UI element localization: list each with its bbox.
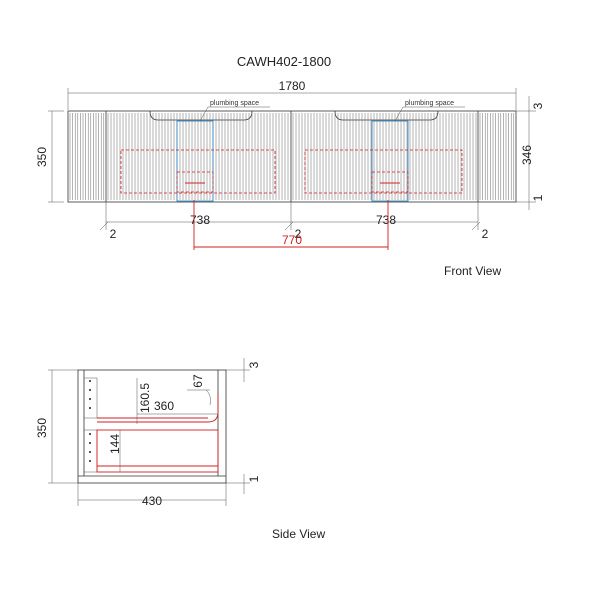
side-view-label: Side View bbox=[272, 527, 325, 541]
hinge-dot bbox=[88, 397, 92, 401]
front-view-drawing: 1780 350 plumbing space plumbing space bbox=[35, 79, 545, 278]
side-height-dim: 350 bbox=[35, 418, 49, 438]
fluted-panel-lines bbox=[69, 113, 515, 200]
plumbing-spacing-dim: 770 bbox=[282, 233, 302, 247]
hinge-dot bbox=[88, 432, 92, 436]
hinge-dot bbox=[88, 450, 92, 454]
front-view-label: Front View bbox=[444, 264, 501, 278]
plumbing-space-zone-right bbox=[371, 120, 409, 202]
side-drawer-height-1-dim: 160.5 bbox=[138, 383, 152, 413]
side-drawer-height-2-dim: 144 bbox=[108, 434, 122, 454]
hinge-dot bbox=[88, 379, 92, 383]
plumbing-space-zone-left bbox=[176, 120, 214, 202]
side-bottom-gap-dim: 1 bbox=[247, 475, 261, 482]
hinge-dot bbox=[88, 441, 92, 445]
side-top-gap-dim: 3 bbox=[247, 361, 261, 368]
side-view-drawing: 160.5 360 67 144 350 430 3 1 Side View bbox=[35, 358, 325, 541]
front-total-width-dim: 1780 bbox=[279, 79, 306, 93]
side-inner-depth-dim: 360 bbox=[154, 399, 174, 413]
front-inner-height-dim: 346 bbox=[520, 145, 534, 165]
front-end-gap-2-dim: 2 bbox=[295, 227, 302, 241]
hinge-dot bbox=[88, 406, 92, 410]
front-end-gap-1-dim: 2 bbox=[110, 227, 117, 241]
front-end-gap-3-dim: 2 bbox=[482, 227, 489, 241]
hinge-dot bbox=[88, 388, 92, 392]
front-drawer-width-1-dim: 738 bbox=[190, 213, 210, 227]
front-bottom-gap-dim: 1 bbox=[531, 194, 545, 201]
front-height-dim: 350 bbox=[35, 147, 49, 167]
front-top-gap-dim: 3 bbox=[531, 102, 545, 109]
hinge-dots bbox=[88, 379, 92, 463]
side-depth-dim: 430 bbox=[142, 494, 162, 508]
plumbing-space-label-right: plumbing space bbox=[405, 100, 454, 107]
front-drawer-width-2-dim: 738 bbox=[376, 213, 396, 227]
hinge-dot bbox=[88, 459, 92, 463]
side-plumbing-radius-dim: 67 bbox=[191, 374, 205, 388]
plumbing-space-label-left: plumbing space bbox=[210, 100, 259, 107]
product-code-title: CAWH402-1800 bbox=[237, 54, 331, 69]
